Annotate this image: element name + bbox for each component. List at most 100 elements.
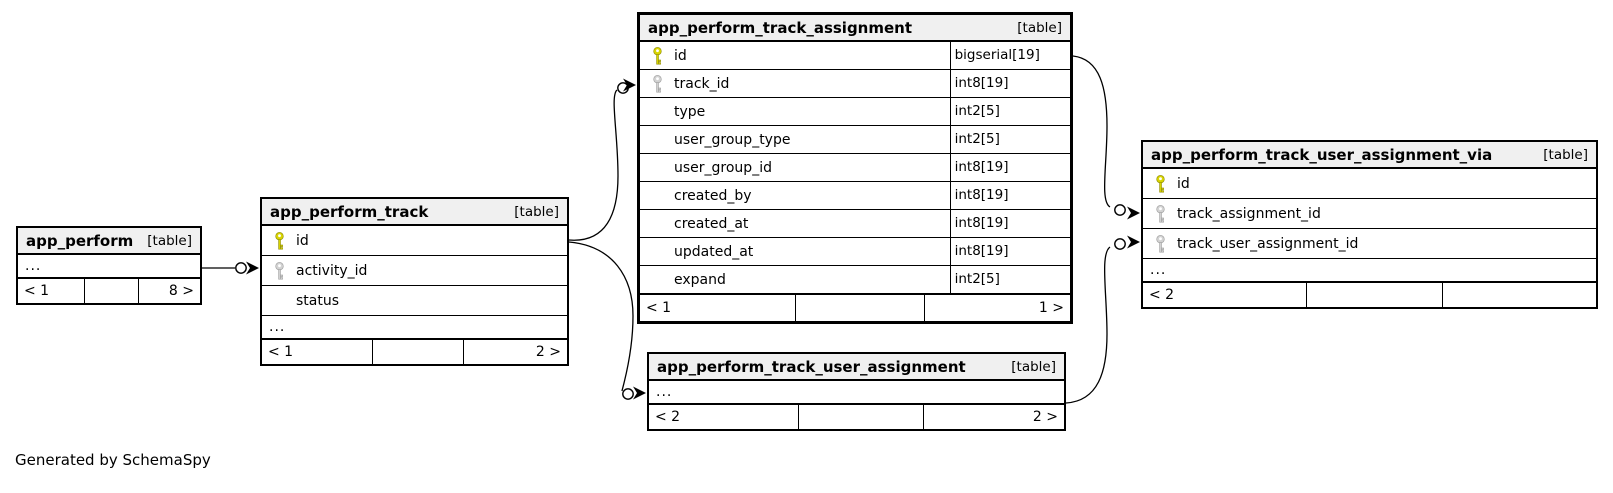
column-name: activity_id — [296, 262, 368, 279]
footer-child-count: 8 > — [138, 279, 200, 303]
footer-child-count: 1 > — [923, 295, 1070, 321]
table-name[interactable]: app_perform_track — [270, 202, 429, 221]
column-row-expand: expand int2[5] — [640, 265, 1070, 293]
column-name: status — [296, 292, 340, 309]
table-app_perform_track_user_assignment_via[interactable]: app_perform_track_user_assignment_via [t… — [1141, 140, 1598, 309]
foreign-key-icon — [1155, 204, 1166, 223]
footer-middle-cell — [371, 340, 464, 364]
column-row-track_id: track_id int8[19] — [640, 69, 1070, 97]
edge-app-perform-to-track — [202, 261, 259, 275]
table-name[interactable]: app_perform_track_user_assignment — [657, 357, 966, 376]
table-type-badge: [table] — [1017, 19, 1062, 36]
column-row-updated_at: updated_at int8[19] — [640, 237, 1070, 265]
table-app_perform_track_user_assignment[interactable]: app_perform_track_user_assignment [table… — [647, 352, 1066, 431]
table-footer: < 1 2 > — [262, 338, 567, 364]
table-footer: < 1 1 > — [640, 293, 1070, 321]
column-name: expand — [674, 271, 726, 288]
table-footer: < 1 8 > — [18, 277, 200, 303]
columns-ellipsis-row: ... — [18, 255, 200, 277]
table-header[interactable]: app_perform_track [table] — [262, 199, 567, 226]
table-footer: < 2 2 > — [649, 403, 1064, 429]
column-row-track_assignment_id: track_assignment_id — [1143, 198, 1596, 228]
column-name: updated_at — [674, 243, 754, 260]
edge-user-assignment-to-via — [1065, 235, 1140, 404]
column-row-track_user_assignment_id: track_user_assignment_id — [1143, 228, 1596, 258]
column-type: int8[19] — [949, 237, 1070, 265]
ellipsis-label: ... — [1150, 262, 1167, 278]
footer-child-count — [1441, 283, 1596, 307]
column-type: int8[19] — [949, 181, 1070, 209]
column-name: user_group_id — [674, 159, 772, 176]
columns-ellipsis-row: ... — [262, 315, 567, 338]
column-row-type: type int2[5] — [640, 97, 1070, 125]
footer-parent-count: < 1 — [24, 283, 50, 299]
foreign-key-icon — [652, 74, 663, 93]
table-header[interactable]: app_perform [table] — [18, 228, 200, 255]
table-type-badge: [table] — [147, 232, 192, 249]
ellipsis-label: ... — [269, 319, 286, 335]
footer-parent-count: < 2 — [655, 409, 681, 425]
column-row-user_group_id: user_group_id int8[19] — [640, 153, 1070, 181]
footer-child-count: 2 > — [463, 340, 567, 364]
table-header[interactable]: app_perform_track_assignment [table] — [640, 15, 1070, 42]
edge-track-to-assignment — [568, 78, 636, 241]
column-row-created_at: created_at int8[19] — [640, 209, 1070, 237]
footer-middle-cell — [798, 405, 923, 429]
column-row-id: id — [262, 226, 567, 255]
table-type-badge: [table] — [1543, 146, 1588, 163]
column-type: bigserial[19] — [949, 41, 1070, 69]
table-header[interactable]: app_perform_track_user_assignment_via [t… — [1143, 142, 1596, 169]
table-type-badge: [table] — [514, 203, 559, 220]
table-name[interactable]: app_perform — [26, 231, 134, 250]
table-name[interactable]: app_perform_track_assignment — [648, 18, 913, 37]
footer-parent-count: < 2 — [1149, 287, 1175, 303]
columns-ellipsis-row: ... — [1143, 258, 1596, 281]
footer-middle-cell — [1306, 283, 1442, 307]
edge-track-to-user-assignment — [568, 241, 646, 400]
column-type: int2[5] — [949, 125, 1070, 153]
primary-key-icon — [1155, 174, 1166, 193]
footer-middle-cell — [83, 279, 139, 303]
column-name: created_by — [674, 187, 752, 204]
column-name: created_at — [674, 215, 749, 232]
generated-by-note: Generated by SchemaSpy — [15, 451, 211, 469]
table-type-badge: [table] — [1011, 358, 1056, 375]
column-name: track_id — [674, 75, 730, 92]
columns-ellipsis-row: ... — [649, 381, 1064, 403]
column-row-created_by: created_by int8[19] — [640, 181, 1070, 209]
column-row-status: status — [262, 285, 567, 315]
column-name: user_group_type — [674, 131, 791, 148]
ellipsis-label: ... — [25, 258, 42, 274]
table-app_perform_track[interactable]: app_perform_track [table] id activity_id… — [260, 197, 569, 366]
column-name: track_assignment_id — [1177, 205, 1321, 222]
column-name: type — [674, 103, 706, 120]
column-type: int8[19] — [949, 153, 1070, 181]
footer-child-count: 2 > — [922, 405, 1064, 429]
table-footer: < 2 — [1143, 281, 1596, 307]
table-app_perform[interactable]: app_perform [table] ... < 1 8 > — [16, 226, 202, 305]
footer-parent-count: < 1 — [268, 344, 294, 360]
column-row-id: id bigserial[19] — [640, 41, 1070, 69]
ellipsis-label: ... — [656, 384, 673, 400]
column-name: id — [674, 47, 687, 64]
footer-parent-count: < 1 — [646, 300, 672, 316]
column-row-activity_id: activity_id — [262, 255, 567, 285]
column-type: int8[19] — [949, 209, 1070, 237]
foreign-key-icon — [274, 261, 285, 280]
column-type: int2[5] — [949, 97, 1070, 125]
footer-middle-cell — [794, 295, 924, 321]
edge-assignment-to-via — [1072, 55, 1140, 220]
column-row-user_group_type: user_group_type int2[5] — [640, 125, 1070, 153]
column-name: track_user_assignment_id — [1177, 235, 1359, 252]
column-name: id — [296, 232, 309, 249]
primary-key-icon — [652, 46, 663, 65]
table-header[interactable]: app_perform_track_user_assignment [table… — [649, 354, 1064, 381]
table-name[interactable]: app_perform_track_user_assignment_via — [1151, 145, 1493, 164]
foreign-key-icon — [1155, 234, 1166, 253]
table-app_perform_track_assignment[interactable]: app_perform_track_assignment [table] id … — [637, 12, 1073, 324]
primary-key-icon — [274, 231, 285, 250]
column-type: int2[5] — [949, 265, 1070, 293]
column-name: id — [1177, 175, 1190, 192]
column-row-id: id — [1143, 169, 1596, 198]
